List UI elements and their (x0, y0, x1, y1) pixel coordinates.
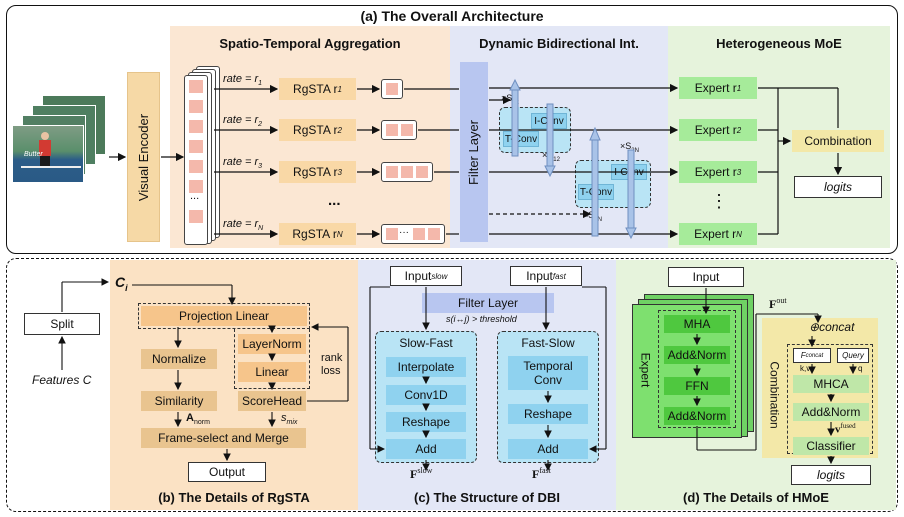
details-panel (6, 258, 898, 512)
add-left-block: Add (386, 439, 466, 459)
s-mix-label: smix (281, 412, 298, 427)
f-out-label: Fout (769, 296, 787, 311)
output-block: Output (188, 462, 266, 482)
normalize-block: Normalize (141, 349, 217, 369)
token-group-1 (381, 79, 403, 99)
token-group-n: ··· (381, 224, 445, 244)
rate-label-2: rate = r2 (223, 114, 263, 129)
hmoe-caption: (d) The Details of HMoE (683, 490, 829, 505)
threshold-label: s(i↔j) > threshold (446, 314, 517, 324)
reshape-left-block: Reshape (386, 412, 466, 432)
sta-header: Spatio-Temporal Aggregation (219, 36, 401, 51)
combination-block: Combination (792, 130, 884, 152)
rank-loss-label: rank loss (321, 352, 343, 377)
ci-label: Ci (115, 274, 128, 293)
scorehead-block: ScoreHead (238, 391, 306, 411)
concat-symbol: ⊕concat (809, 320, 855, 334)
addnorm-block-1: Add&Norm (664, 346, 730, 364)
hmoe-input-block: Input (668, 267, 744, 287)
overall-architecture-title: (a) The Overall Architecture (360, 8, 544, 24)
interpolate-block: Interpolate (386, 357, 466, 377)
addnorm-block-2: Add&Norm (664, 407, 730, 425)
rate-label-n: rate = rN (223, 218, 264, 233)
features-label: Features C (32, 373, 92, 387)
shared-projection-dashed (138, 303, 310, 329)
rows-ellipsis: ... (328, 192, 341, 209)
filter-layer-block: Filter Layer (460, 62, 488, 242)
video-frames-image: Butter (12, 95, 108, 185)
moe-header: Heterogeneous MoE (716, 36, 842, 51)
hmoe-logits-block: logits (791, 465, 871, 485)
projection-linear-block: Projection Linear (141, 306, 307, 326)
kv-label: k,v (800, 364, 811, 373)
dbi-header: Dynamic Bidirectional Int. (479, 36, 639, 51)
addnorm-block-3: Add&Norm (793, 403, 869, 421)
conv1d-block: Conv1D (386, 385, 466, 405)
overall-architecture-panel (6, 5, 898, 254)
token-group-2 (381, 120, 417, 140)
split-block: Split (24, 313, 100, 335)
fast-slow-label: Fast-Slow (521, 336, 575, 350)
v-fused-label: vfused (835, 422, 856, 436)
logits-block: logits (794, 176, 882, 198)
mhca-block: MHCA (793, 375, 869, 393)
dbi-caption: (c) The Structure of DBI (414, 490, 560, 505)
slow-fast-label: Slow-Fast (399, 336, 453, 350)
token-group-3 (381, 162, 433, 182)
ffn-block: FFN (664, 377, 730, 395)
add-right-block: Add (508, 439, 588, 459)
mha-block: MHA (664, 315, 730, 333)
reshape-right-block: Reshape (508, 404, 588, 424)
scale-label-3: ×S2N (620, 141, 639, 154)
linear-block: Linear (238, 362, 306, 382)
experts-vdots: ⋮ (710, 191, 728, 211)
rgsta-caption: (b) The Details of RgSTA (158, 490, 310, 505)
q-label: q (858, 364, 863, 373)
dbi-filter-layer-block: Filter Layer (422, 293, 554, 313)
rate-label-1: rate = r1 (223, 73, 263, 88)
frame-select-block: Frame-select and Merge (141, 428, 306, 448)
a-norm-label: Anorm (186, 412, 210, 427)
rate-label-3: rate = r3 (223, 156, 263, 171)
layernorm-block: LayerNorm (238, 334, 306, 354)
similarity-block: Similarity (141, 391, 217, 411)
video-caption: Butter (24, 151, 43, 158)
query-block: Query (837, 348, 869, 363)
visual-encoder-block: Visual Encoder (127, 72, 160, 242)
classifier-block: Classifier (793, 437, 869, 455)
